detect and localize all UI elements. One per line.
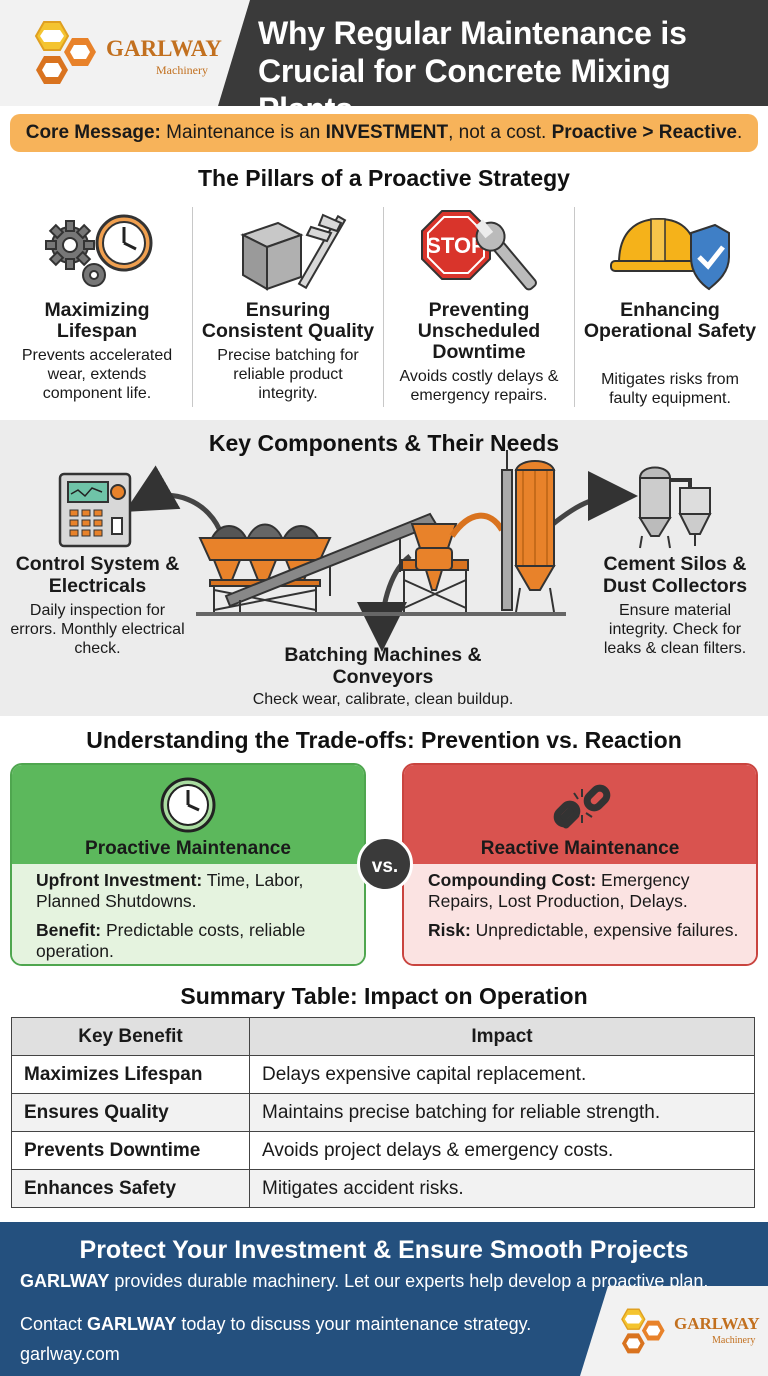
divider [192, 207, 193, 407]
proactive-line-1-label: Upfront Investment: [36, 870, 203, 890]
proactive-line-2-text: Predictable costs, reliable operation. [36, 920, 306, 961]
table-header-cell: Key Benefit [11, 1017, 250, 1056]
table-row: Ensures Quality Maintains precise batchi… [11, 1093, 755, 1132]
cube-caliper-icon [193, 205, 383, 297]
summary-table: Key Benefit Impact Maximizes Lifespan De… [11, 1017, 755, 1208]
pillar-desc: Precise batching for reliable product in… [217, 347, 359, 402]
core-emphasis-2: Proactive > Reactive [551, 122, 737, 143]
footer-line-1: GARLWAY provides durable machinery. Let … [20, 1271, 760, 1292]
proactive-heading: Proactive Maintenance [85, 838, 291, 859]
hexagon-logo-icon [621, 1308, 665, 1354]
reactive-line-1-text: Emergency Repairs, Lost Production, Dela… [428, 870, 690, 911]
core-text-2: , not a cost. [448, 122, 552, 143]
pillar-safety: Enhancing Operational Safety Mitigates r… [575, 205, 765, 415]
pillar-title: Ensuring Consistent Quality [201, 299, 375, 342]
table-value-cell: Mitigates accident risks. [249, 1169, 755, 1208]
hexagon-logo-icon [34, 21, 96, 84]
gears-clock-icon [2, 205, 192, 297]
core-label: Core Message: [25, 122, 161, 143]
footer-line-1-text: provides durable machinery. Let our expe… [109, 1271, 709, 1291]
reactive-heading: Reactive Maintenance [480, 838, 680, 859]
core-text-3: . [736, 122, 743, 143]
table-header-cell: Impact [249, 1017, 755, 1056]
pillar-title: Maximizing Lifespan [44, 299, 150, 342]
pillar-title: Enhancing Operational Safety [583, 299, 757, 342]
reactive-line-2-text: Unpredictable, expensive failures. [470, 920, 739, 940]
brand-logo: GARLWAY Machinery [22, 18, 232, 90]
tradeoffs-title: Understanding the Trade-offs: Prevention… [86, 727, 682, 753]
control-system-desc: Daily inspection for errors. Monthly ele… [10, 602, 185, 657]
table-row: Prevents Downtime Avoids project delays … [11, 1131, 755, 1170]
batching-title: Batching Machines & Conveyors [284, 644, 482, 688]
components-title: Key Components & Their Needs [208, 430, 560, 456]
footer-brand: GARLWAY [87, 1314, 177, 1334]
hardhat-shield-icon [575, 205, 765, 297]
vs-badge: vs. [357, 836, 413, 892]
footer-brand: GARLWAY [20, 1271, 110, 1291]
header-title-panel [218, 0, 768, 106]
silos-title: Cement Silos & Dust Collectors [602, 553, 748, 597]
summary-title: Summary Table: Impact on Operation [180, 983, 588, 1009]
proactive-line-1: Upfront Investment: Time, Labor, Planned… [36, 870, 350, 912]
footer-brand-logo: GARLWAY Machinery [612, 1300, 762, 1364]
table-value-cell: Avoids project delays & emergency costs. [249, 1131, 755, 1170]
pillar-title: Preventing Unscheduled Downtime [417, 299, 541, 363]
proactive-card: Proactive Maintenance Upfront Investment… [10, 763, 366, 966]
core-text-1: Maintenance is an [160, 122, 326, 143]
silos-desc: Ensure material integrity. Check for lea… [603, 602, 747, 657]
header-logo-panel [0, 0, 250, 106]
footer-line-2-pre: Contact [20, 1314, 88, 1334]
page-title: Why Regular Maintenance is Crucial for C… [258, 14, 763, 128]
stop-sign-wrench-icon: STOP [384, 205, 574, 297]
pillar-lifespan: Maximizing Lifespan Prevents accelerated… [2, 205, 192, 415]
footer-brand-name: GARLWAY [674, 1314, 760, 1333]
control-panel-icon [58, 472, 132, 553]
broken-chain-icon [552, 777, 612, 840]
reactive-line-2-label: Risk: [428, 920, 471, 940]
pillar-desc: Avoids costly delays & emergency repairs… [399, 368, 559, 404]
proactive-line-2: Benefit: Predictable costs, reliable ope… [36, 920, 350, 962]
silo-dust-collector-icon [632, 458, 722, 555]
core-message-banner: Core Message: Maintenance is an INVESTME… [10, 114, 758, 152]
pillar-downtime: STOP Preventing Unscheduled Downtime Avo… [384, 205, 574, 415]
reactive-card: Reactive Maintenance Compounding Cost: E… [402, 763, 758, 966]
proactive-line-2-label: Benefit: [36, 920, 102, 940]
batching-desc: Check wear, calibrate, clean buildup. [252, 691, 514, 708]
divider [574, 207, 575, 407]
core-emphasis-1: INVESTMENT [325, 122, 449, 143]
footer-url-link[interactable]: garlway.com [20, 1344, 120, 1364]
clock-icon [158, 775, 218, 840]
proactive-line-1-text: Time, Labor, Planned Shutdowns. [36, 870, 304, 911]
table-value-cell: Maintains precise batching for reliable … [249, 1093, 755, 1132]
table-key-cell: Ensures Quality [11, 1093, 250, 1132]
divider [383, 207, 384, 407]
reactive-line-1-label: Compounding Cost: [428, 870, 597, 890]
table-key-cell: Prevents Downtime [11, 1131, 250, 1170]
control-system-title: Control System & Electricals [15, 553, 180, 597]
pillar-desc: Prevents accelerated wear, extends compo… [21, 347, 173, 402]
reactive-line-2: Risk: Unpredictable, expensive failures. [428, 920, 742, 941]
table-row: Enhances Safety Mitigates accident risks… [11, 1169, 755, 1208]
footer-title: Protect Your Investment & Ensure Smooth … [79, 1236, 689, 1264]
pillar-quality: Ensuring Consistent Quality Precise batc… [193, 205, 383, 415]
footer-brand-sub: Machinery [712, 1335, 756, 1346]
mixing-plant-illustration [124, 440, 650, 677]
pillar-desc: Mitigates risks from faulty equipment. [601, 371, 739, 407]
footer-line-2: Contact GARLWAY today to discuss your ma… [20, 1314, 600, 1335]
brand-sub: Machinery [156, 63, 208, 77]
brand-name: GARLWAY [106, 36, 222, 61]
table-row: Maximizes Lifespan Delays expensive capi… [11, 1055, 755, 1094]
table-key-cell: Maximizes Lifespan [11, 1055, 250, 1094]
table-header-row: Key Benefit Impact [11, 1017, 755, 1056]
pillars-title: The Pillars of a Proactive Strategy [198, 165, 570, 191]
table-key-cell: Enhances Safety [11, 1169, 250, 1208]
footer-logo-panel [580, 1286, 768, 1376]
title-line-2: Crucial for Concrete Mixing Plants [258, 53, 671, 127]
reactive-line-1: Compounding Cost: Emergency Repairs, Los… [428, 870, 742, 912]
table-value-cell: Delays expensive capital replacement. [249, 1055, 755, 1094]
footer-line-2-text: today to discuss your maintenance strate… [176, 1314, 532, 1334]
title-line-1: Why Regular Maintenance is [258, 15, 687, 51]
